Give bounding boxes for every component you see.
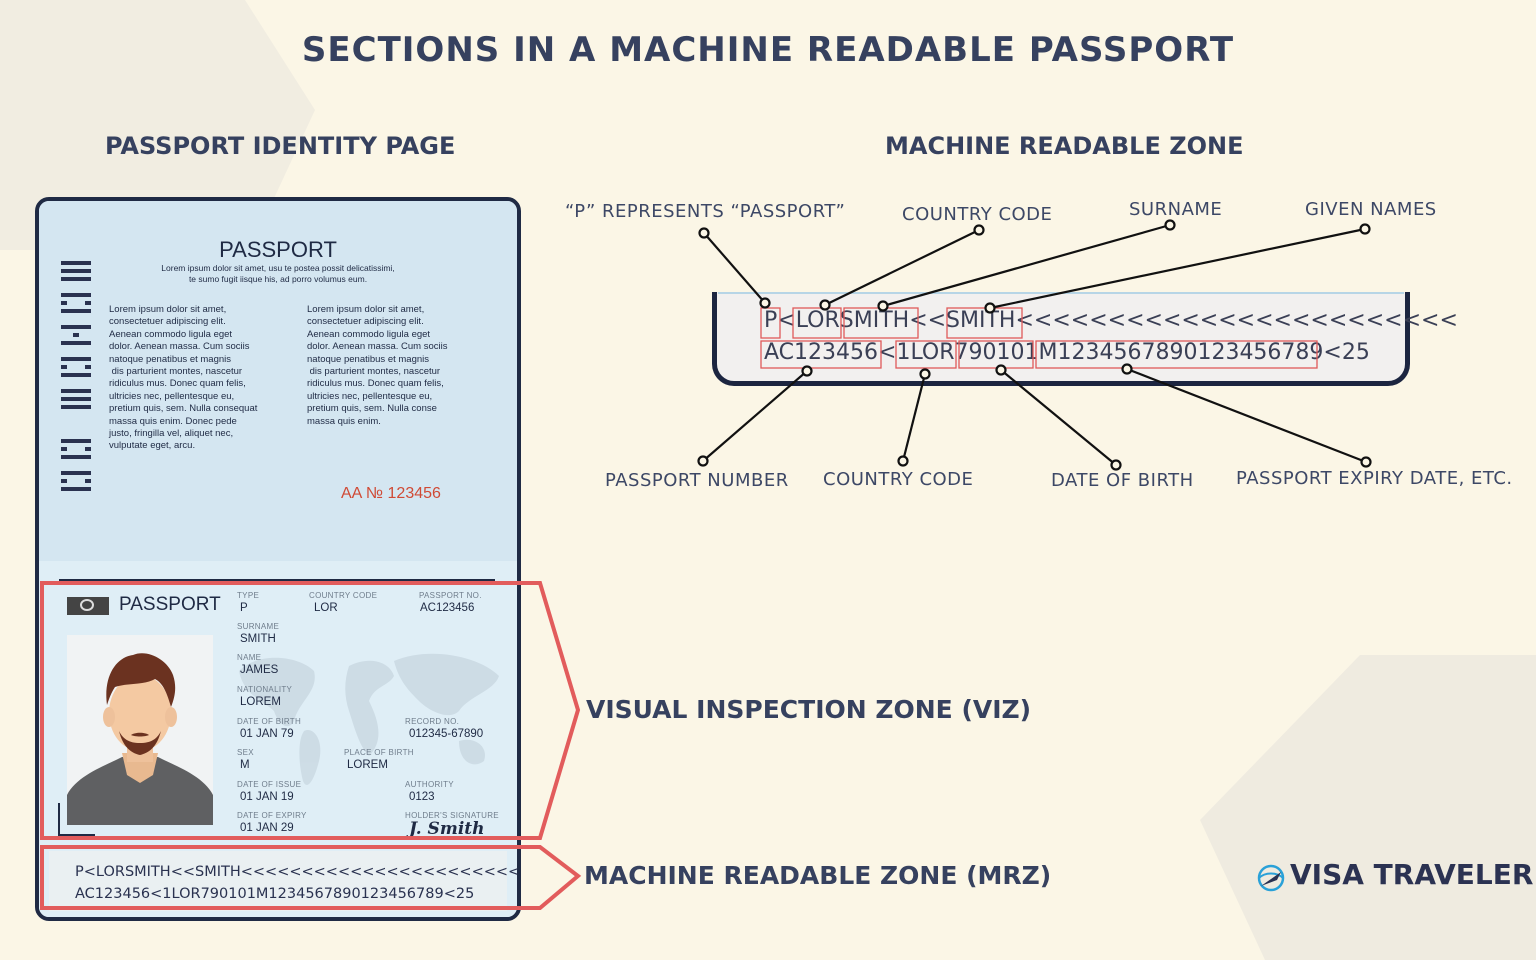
callout-surname: SURNAME — [1129, 199, 1223, 220]
country-code-value: LOR — [314, 602, 338, 614]
surname-value: SMITH — [240, 633, 276, 645]
pob-label: PLACE OF BIRTH — [344, 748, 414, 757]
page-divider — [59, 579, 495, 581]
mrz-zoom-panel — [712, 292, 1410, 386]
expiry-value: 01 JAN 29 — [240, 822, 294, 834]
right-section-title: MACHINE READABLE ZONE — [885, 132, 1244, 160]
surname-label: SURNAME — [237, 622, 280, 631]
name-label: NAME — [237, 653, 262, 662]
nationality-label: NATIONALITY — [237, 685, 293, 694]
type-value: P — [240, 602, 248, 614]
photo-corner-mark — [58, 803, 95, 836]
callout-expiry: PASSPORT EXPIRY DATE, ETC. — [1236, 468, 1513, 489]
passport-identity-page: PASSPORT Lorem ipsum dolor sit amet, usu… — [35, 197, 521, 921]
passport-text-column-1: Lorem ipsum dolor sit amet, consectetuer… — [109, 304, 258, 452]
passport-subtitle: Lorem ipsum dolor sit amet, usu te poste… — [161, 263, 395, 284]
biometric-chip-icon — [67, 597, 109, 615]
record-no-value: 012345-67890 — [409, 728, 484, 740]
holder-signature: J. Smith — [409, 819, 485, 839]
type-label: TYPE — [237, 591, 260, 600]
mrz-zoom-line-2: AC123456<1LOR790101M1234567890123456789<… — [764, 340, 1370, 365]
authority-value: 0123 — [409, 791, 435, 803]
passport-text-column-2: Lorem ipsum dolor sit amet, consectetuer… — [307, 304, 448, 427]
mrz-zoom-top-edge — [718, 292, 1404, 294]
perforated-number-graphic — [61, 261, 91, 491]
data-page-header: PASSPORT — [119, 594, 221, 615]
callout-date-of-birth: DATE OF BIRTH — [1051, 470, 1194, 491]
issue-value: 01 JAN 19 — [240, 791, 294, 803]
callout-country-code-bottom: COUNTRY CODE — [823, 469, 974, 490]
mrz-zoom-line-1: P<LORSMITH<<SMITH<<<<<<<<<<<<<<<<<<<<<<<… — [764, 308, 1458, 333]
nationality-value: LOREM — [240, 696, 281, 708]
page-title: SECTIONS IN A MACHINE READABLE PASSPORT — [301, 30, 1235, 70]
dob-value: 01 JAN 79 — [240, 728, 294, 740]
callout-given-names: GIVEN NAMES — [1305, 199, 1437, 220]
passport-mrz-line-1: P<LORSMITH<<SMITH<<<<<<<<<<<<<<<<<<<<<<<… — [75, 864, 521, 880]
mrz-zone-label: MACHINE READABLE ZONE (MRZ) — [584, 861, 1052, 890]
sex-label: SEX — [237, 748, 254, 757]
viz-zone-label: VISUAL INSPECTION ZONE (VIZ) — [586, 695, 1032, 724]
passport-no-value: AC123456 — [420, 602, 475, 614]
passport-mrz-strip — [49, 851, 507, 911]
country-code-label: COUNTRY CODE — [309, 591, 378, 600]
brand-logo-text: VISA TRAVELER — [1290, 858, 1534, 891]
expiry-label: DATE OF EXPIRY — [237, 811, 307, 820]
passport-upper-page — [39, 201, 517, 561]
record-no-label: RECORD NO. — [405, 717, 460, 726]
passport-header: PASSPORT — [219, 237, 337, 262]
globe-plane-icon — [1257, 864, 1285, 892]
passport-serial-number: AA № 123456 — [341, 485, 441, 502]
issue-label: DATE OF ISSUE — [237, 780, 302, 789]
passport-no-label: PASSPORT NO. — [419, 591, 482, 600]
person-avatar-icon — [67, 653, 213, 825]
name-value: JAMES — [240, 664, 279, 676]
callout-passport-number: PASSPORT NUMBER — [605, 470, 789, 491]
dob-label: DATE OF BIRTH — [237, 717, 302, 726]
holder-photo — [67, 635, 213, 825]
authority-label: AUTHORITY — [405, 780, 454, 789]
callout-p-represents: “P” REPRESENTS “PASSPORT” — [565, 201, 846, 222]
left-section-title: PASSPORT IDENTITY PAGE — [105, 132, 456, 160]
pob-value: LOREM — [347, 759, 388, 771]
sex-value: M — [240, 759, 250, 771]
passport-mrz-line-2: AC123456<1LOR790101M1234567890123456789<… — [75, 886, 475, 902]
callout-country-code-top: COUNTRY CODE — [902, 204, 1053, 225]
